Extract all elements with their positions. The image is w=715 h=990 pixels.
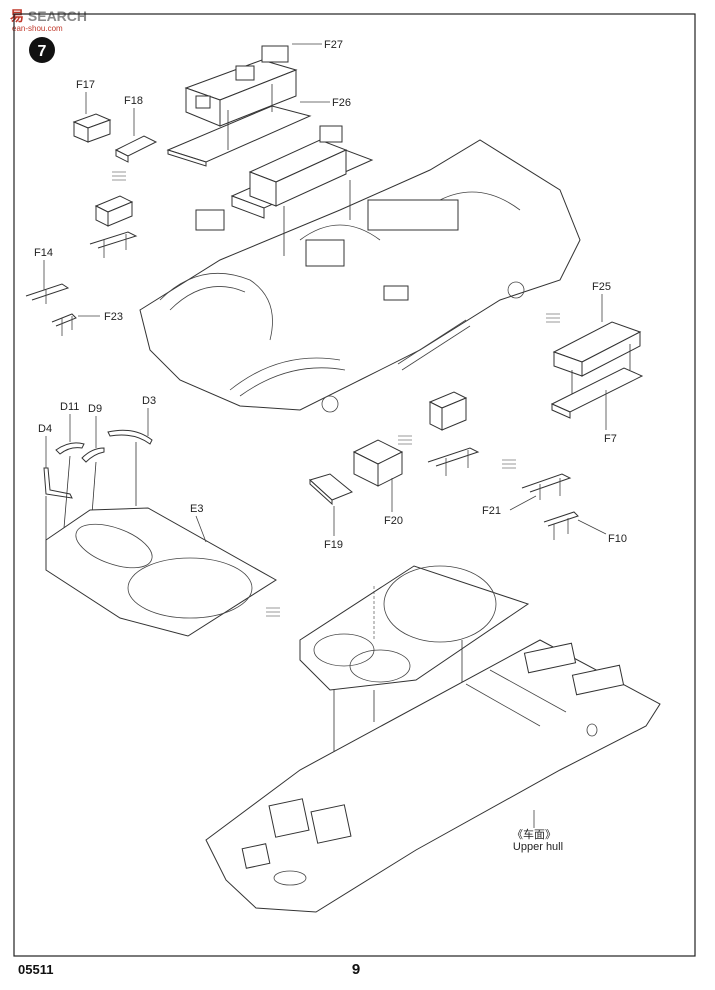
page-frame <box>13 13 696 957</box>
label-d4: D4 <box>38 423 52 435</box>
vehicle-hull <box>139 139 581 413</box>
label-f23: F23 <box>104 311 123 323</box>
part-f27 <box>184 43 322 127</box>
label-f14: F14 <box>34 247 53 259</box>
upper-hull-en: Upper hull <box>513 841 563 853</box>
part-f26 <box>166 101 330 167</box>
assembly-hatch-f20 <box>398 435 412 445</box>
part-f21 <box>521 473 572 500</box>
part-f14 <box>25 283 70 304</box>
part-e3 <box>45 507 277 637</box>
label-d11: D11 <box>60 401 79 413</box>
part-f18 <box>114 135 158 163</box>
step-number: 7 <box>38 43 47 60</box>
part-e3-assembled <box>299 565 530 691</box>
label-e3: E3 <box>190 503 203 515</box>
part-f26-assembled <box>230 125 374 219</box>
part-f23 <box>51 313 77 336</box>
assembly-hatch <box>112 171 126 181</box>
part-f18-bracket <box>89 195 138 258</box>
step-badge: 7 <box>29 37 55 63</box>
label-d9: D9 <box>88 403 102 415</box>
label-f18: F18 <box>124 95 143 107</box>
upper-hull-part <box>205 639 661 913</box>
part-d3 <box>107 429 153 445</box>
label-f26: F26 <box>332 97 351 109</box>
assembly-hatch-e3 <box>266 607 280 617</box>
assembly-hatch-f21 <box>502 459 516 469</box>
part-f10 <box>543 511 579 540</box>
part-f19 <box>309 473 353 506</box>
part-f25 <box>552 321 642 377</box>
label-f7: F7 <box>604 433 617 445</box>
upper-hull-cn: 《车面》 <box>512 827 556 841</box>
part-d11 <box>55 442 85 455</box>
label-f27: F27 <box>324 39 343 51</box>
product-code: 05511 <box>18 962 53 977</box>
label-f20: F20 <box>384 515 403 527</box>
label-f10: F10 <box>608 533 627 545</box>
label-f25: F25 <box>592 281 611 293</box>
label-f21: F21 <box>482 505 501 517</box>
label-d3: D3 <box>142 395 156 407</box>
label-f19: F19 <box>324 539 343 551</box>
label-f17: F17 <box>76 79 95 91</box>
part-d9 <box>81 447 105 463</box>
part-f7 <box>550 367 644 419</box>
page-number: 9 <box>352 961 360 978</box>
part-f17 <box>72 113 112 143</box>
part-d4 <box>43 467 73 499</box>
watermark-url: ean-shou.com <box>12 24 63 33</box>
part-f20 <box>352 439 404 487</box>
assembly-hatch-f25 <box>546 313 560 323</box>
part-f20-bracket <box>427 391 480 476</box>
